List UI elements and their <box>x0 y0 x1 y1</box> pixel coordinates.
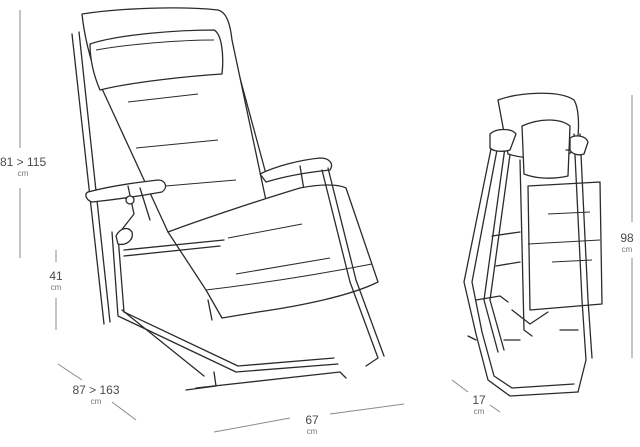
dimension-height-folded: 98 cm <box>614 232 640 254</box>
open-chair-drawing <box>71 7 385 391</box>
folded-chair-drawing <box>463 92 603 397</box>
dimension-depth-open: 87 > 163 cm <box>68 384 124 406</box>
dimension-unit: cm <box>50 283 62 292</box>
dimension-depth-folded: 17 cm <box>466 394 492 416</box>
dimension-height-open: 81 > 115 cm <box>0 156 46 178</box>
dimension-width-open: 67 cm <box>296 414 328 436</box>
dimension-unit: cm <box>306 427 318 436</box>
dimension-unit: cm <box>17 169 29 178</box>
dimension-value: 87 > 163 <box>72 383 120 397</box>
dimension-value: 41 <box>49 269 63 283</box>
dimension-value: 81 > 115 <box>0 155 47 169</box>
dimension-lines <box>19 10 633 433</box>
dimension-seat-height: 41 cm <box>40 270 72 292</box>
dimension-unit: cm <box>90 397 102 406</box>
dimension-unit: cm <box>621 245 633 254</box>
dimension-value: 67 <box>305 413 319 427</box>
dimension-unit: cm <box>473 407 485 416</box>
dimension-value: 17 <box>472 393 486 407</box>
dimension-value: 98 <box>620 231 634 245</box>
